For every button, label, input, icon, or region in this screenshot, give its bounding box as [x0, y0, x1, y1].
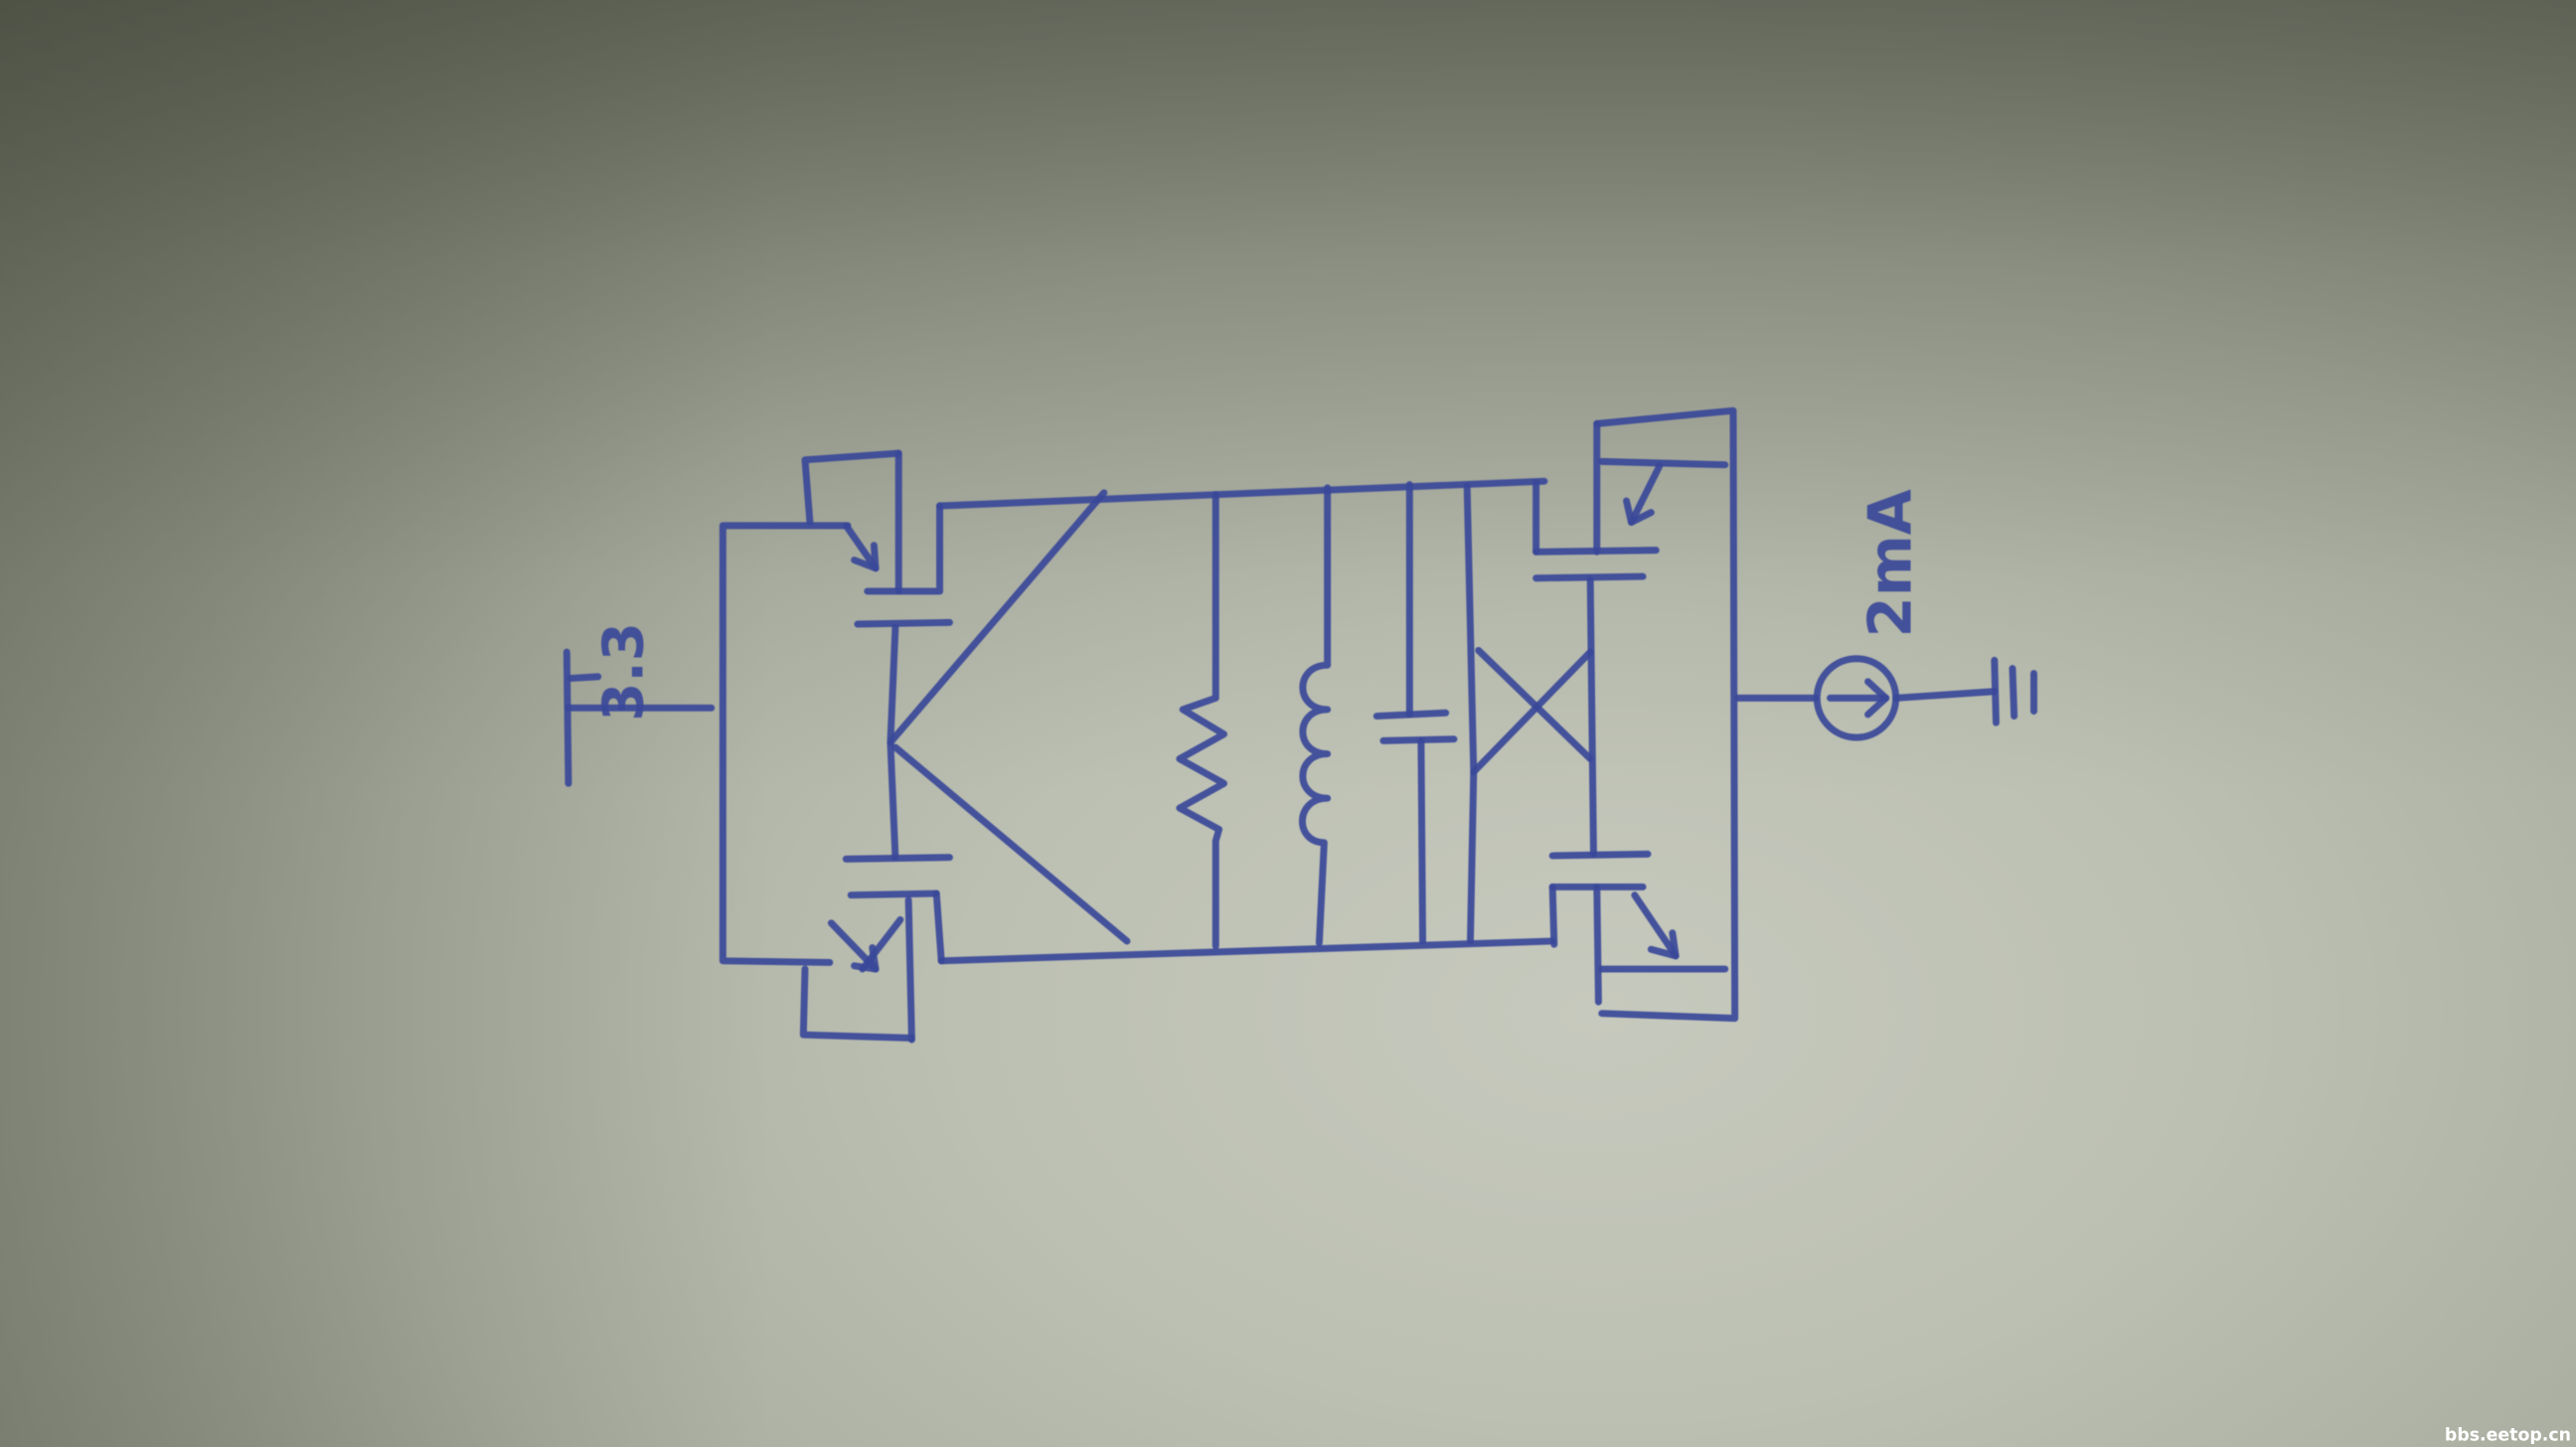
- supply-symbol: [563, 648, 716, 787]
- resistor: [1176, 490, 1228, 950]
- inductor: [1299, 484, 1332, 947]
- drain-wire: [864, 502, 944, 595]
- gate-wire-right: [1586, 575, 1597, 858]
- gate-plate: [842, 854, 953, 863]
- capacitor-lead-bottom: [1417, 736, 1427, 945]
- current-label: 2mA: [1857, 489, 1926, 637]
- transistor-bottom-left: [799, 854, 953, 1044]
- capacitor: [1372, 481, 1458, 945]
- transistor-bottom-right: [1548, 850, 1729, 1006]
- right-rail: [1593, 406, 1739, 1023]
- source-arrow-line: [1631, 891, 1680, 960]
- supply-tick: [566, 673, 602, 683]
- body-wire: [801, 449, 902, 527]
- arrow-head: [851, 542, 880, 572]
- ground-symbol: [1991, 656, 2037, 726]
- gate-plate: [1548, 850, 1652, 860]
- current-source: [1734, 655, 1999, 741]
- body-wire: [799, 965, 915, 1042]
- supply-bar: [563, 648, 572, 787]
- top-rail: [936, 477, 1548, 510]
- cross-wire-left-up: [886, 489, 1108, 746]
- drain-wire: [932, 889, 945, 965]
- schematic-drawing: 3.3: [563, 406, 2037, 1044]
- body-line: [904, 896, 915, 1044]
- capacitor-plate-top: [1372, 709, 1450, 721]
- watermark: bbs.eetop.cn: [2445, 1425, 2571, 1445]
- source-arrow-line: [842, 522, 880, 572]
- drain-wire: [1548, 883, 1558, 948]
- arrow-head: [1623, 497, 1655, 527]
- ground-line-2: [2009, 665, 2018, 721]
- gate-plate: [1532, 572, 1647, 582]
- transistor-top-left: [801, 449, 953, 628]
- inner-wire: [1598, 457, 1729, 469]
- body-line: [1593, 883, 1602, 1006]
- source-wire: [859, 916, 904, 973]
- bottom-rail: [937, 937, 1556, 965]
- left-rail: [719, 522, 852, 966]
- current-arrow-head: [1864, 678, 1890, 719]
- cross-wire-right-b: [1475, 646, 1594, 763]
- supply-label: 3.3: [591, 622, 656, 722]
- current-source-wire-out: [1892, 688, 1999, 702]
- cross-wire-right-vertical: [1463, 482, 1478, 945]
- cross-wire-left-down: [891, 743, 1131, 945]
- cross-wire-right-a: [1470, 648, 1594, 776]
- source-arrow-line: [1628, 462, 1664, 527]
- channel-line: [847, 889, 940, 899]
- transistor-top-right: [1532, 419, 1729, 582]
- ground-line-1: [1991, 656, 2000, 726]
- gate-plate: [854, 618, 953, 628]
- arrow-head: [1647, 929, 1680, 960]
